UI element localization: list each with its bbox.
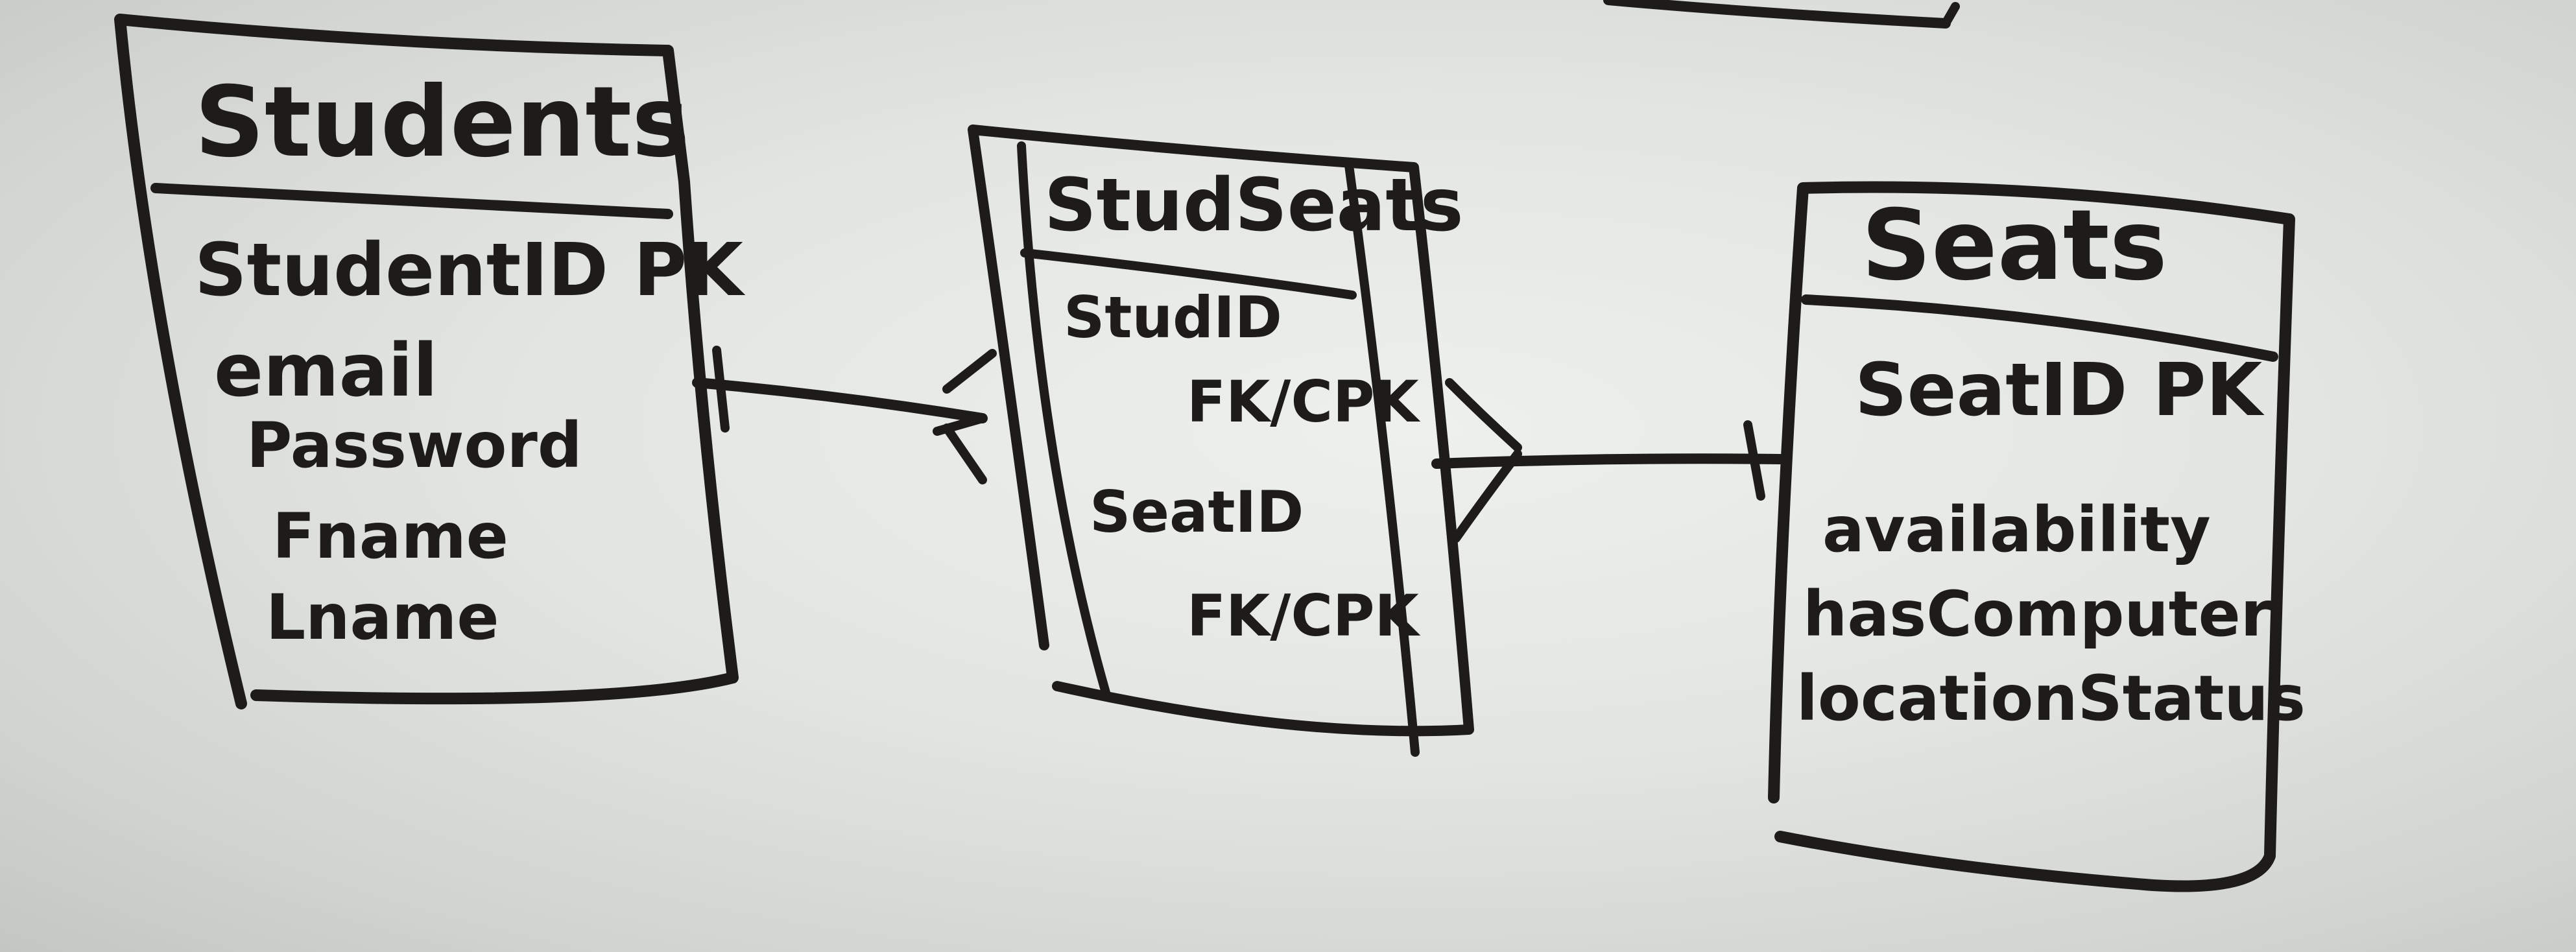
seats-attr-3: locationStatus	[1796, 662, 2306, 735]
studseats-attr-0: StudID	[1064, 284, 1282, 351]
entity-students: Students StudentID PK email Password Fna…	[114, 14, 746, 709]
entity-studseats: StudSeats StudID FK/CPK SeatID FK/CPK	[968, 125, 1474, 757]
rel1-one-tick-icon	[712, 346, 730, 433]
seats-title-divider	[1801, 294, 2278, 362]
seats-attr-0: SeatID PK	[1855, 348, 2265, 433]
studseats-inner-box	[1017, 141, 1420, 757]
seats-attr-1: availability	[1822, 494, 2211, 566]
relationship-students-studseats	[692, 346, 997, 484]
rel2-one-tick-icon	[1743, 420, 1765, 501]
students-attr-2: Password	[246, 409, 582, 482]
studseats-attr-1: FK/CPK	[1187, 368, 1421, 435]
rel1-line	[692, 377, 988, 423]
relationship-studseats-seats	[1431, 378, 1785, 543]
rel2-crowfoot-icon	[1445, 378, 1522, 543]
studseats-title: StudSeats	[1044, 163, 1464, 248]
entity-seats: Seats SeatID PK availability hasComputer…	[1768, 181, 2306, 892]
students-attr-3: Fname	[272, 500, 508, 573]
students-attr-4: Lname	[266, 581, 499, 654]
students-attr-0: StudentID PK	[195, 228, 746, 313]
rel2-line	[1431, 453, 1785, 469]
studseats-attr-3: FK/CPK	[1187, 582, 1421, 649]
seats-attr-2: hasComputer	[1803, 578, 2272, 650]
partial-box-top	[1603, 0, 1960, 29]
studseats-attr-2: SeatID	[1090, 479, 1304, 545]
rel1-crowfoot-icon	[933, 349, 997, 484]
seats-title: Seats	[1861, 189, 2167, 302]
students-box-outline	[114, 14, 739, 709]
seats-box-outline	[1768, 181, 2295, 892]
studseats-outer-box	[968, 125, 1474, 737]
students-title: Students	[195, 66, 689, 179]
studseats-title-divider	[1020, 248, 1357, 300]
students-title-divider	[150, 183, 673, 219]
students-attr-1: email	[214, 329, 438, 413]
